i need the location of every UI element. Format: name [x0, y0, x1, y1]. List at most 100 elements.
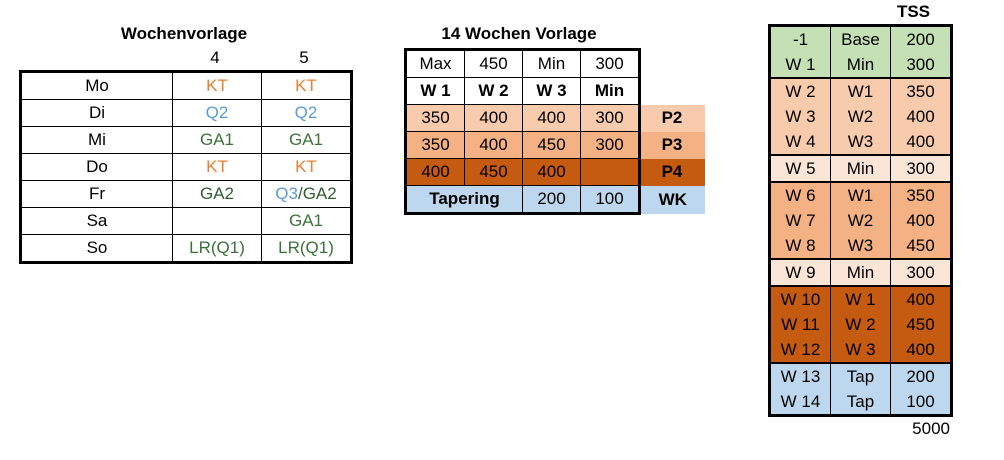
tss-title: TSS: [896, 2, 930, 21]
tss-phase-cell: W2: [830, 208, 891, 233]
tss-phase-cell: Base: [830, 25, 891, 52]
tapering-row-label: WK: [639, 185, 705, 214]
tss-phase-cell: W3: [830, 129, 891, 155]
tss-value-cell: 300: [890, 154, 952, 182]
vorlage14-value-cell: 300: [580, 131, 641, 159]
tss-value-cell: 300: [890, 52, 952, 78]
vorlage14-title: 14 Wochen Vorlage: [441, 24, 597, 43]
tss-week-cell: W 9: [769, 258, 831, 286]
tss-value-cell: 200: [890, 25, 952, 52]
vorlage14-header-cell: W 3: [522, 77, 581, 105]
wochenvorlage-w4-cell: KT: [172, 71, 262, 100]
tss-phase-cell: Min: [830, 258, 891, 286]
tss-phase-cell: W1: [830, 77, 891, 104]
wochenvorlage-w4-cell: LR(Q1): [172, 234, 262, 263]
tss-phase-cell: W2: [830, 104, 891, 129]
wochenvorlage-column-headers: 4 5: [19, 48, 349, 68]
wochenvorlage-w5-cell: Q2: [261, 99, 352, 127]
tss-phase-cell: W3: [830, 233, 891, 259]
vorlage14-value-cell: 400: [404, 158, 465, 186]
tss-value-cell: 100: [890, 389, 952, 416]
wochenvorlage-w4-cell: Q2: [172, 99, 262, 127]
tapering-label: Tapering: [404, 185, 523, 215]
tss-week-cell: W 10: [769, 285, 831, 312]
tss-week-cell: W 2: [769, 77, 831, 104]
wochenvorlage-header-week5: 5: [299, 48, 309, 67]
tss-value-cell: 400: [890, 285, 952, 312]
wochenvorlage-w5-cell: Q3/GA2: [261, 180, 352, 208]
max-value: 450: [464, 48, 523, 78]
tss-week-cell: W 7: [769, 208, 831, 233]
wochenvorlage-day-cell: So: [20, 234, 173, 263]
tss-phase-cell: W 1: [830, 285, 891, 312]
tss-value-cell: 400: [890, 129, 952, 155]
wochenvorlage-w4-cell: GA2: [172, 180, 262, 208]
wochenvorlage-w5-cell: GA1: [261, 207, 352, 235]
tss-value-cell: 400: [890, 104, 952, 129]
spacer-cell: [640, 50, 705, 78]
tss-phase-cell: W1: [830, 181, 891, 208]
wochenvorlage-title: Wochenvorlage: [120, 24, 248, 43]
tss-phase-cell: W 2: [830, 312, 891, 337]
vorlage14-phase-label: P3: [639, 131, 705, 159]
tss-value-cell: 400: [890, 337, 952, 363]
wochenvorlage-day-cell: Fr: [20, 180, 173, 208]
wochenvorlage-day-cell: Mo: [20, 71, 173, 100]
vorlage14-header-cell: W 1: [404, 77, 465, 105]
tss-week-cell: W 3: [769, 104, 831, 129]
tss-week-cell: W 4: [769, 129, 831, 155]
tss-week-cell: W 14: [769, 389, 831, 416]
tss-phase-cell: W 3: [830, 337, 891, 363]
tss-value-cell: 450: [890, 233, 952, 259]
spacer-cell: [640, 78, 705, 105]
wochenvorlage-day-cell: Mi: [20, 126, 173, 154]
max-label: Max: [404, 48, 465, 78]
wochenvorlage-w5-cell: GA1: [261, 126, 352, 154]
vorlage14-value-cell: 400: [522, 104, 581, 132]
tss-phase-cell: Tap: [830, 362, 891, 389]
vorlage14-value-cell: 400: [522, 158, 581, 186]
vorlage14-value-cell: 350: [404, 104, 465, 132]
tss-value-cell: 350: [890, 77, 952, 104]
vorlage14-value-cell: 450: [522, 131, 581, 159]
tss-week-cell: W 11: [769, 312, 831, 337]
wochenvorlage-header-blank: [19, 48, 171, 68]
tss-total-value: 5000: [912, 419, 950, 438]
vorlage14-phase-label: P4: [639, 158, 705, 186]
tss-week-cell: W 8: [769, 233, 831, 259]
wochenvorlage-header-week4: 4: [210, 48, 220, 67]
tss-value-cell: 350: [890, 181, 952, 208]
wochenvorlage-w4-cell: GA1: [172, 126, 262, 154]
tss-value-cell: 450: [890, 312, 952, 337]
workout-code-secondary: /GA2: [297, 184, 337, 203]
wochenvorlage-day-cell: Di: [20, 99, 173, 127]
workout-code-primary: Q3: [275, 184, 298, 203]
vorlage14-value-cell: 400: [464, 131, 523, 159]
wochenvorlage-w4-cell: KT: [172, 153, 262, 181]
